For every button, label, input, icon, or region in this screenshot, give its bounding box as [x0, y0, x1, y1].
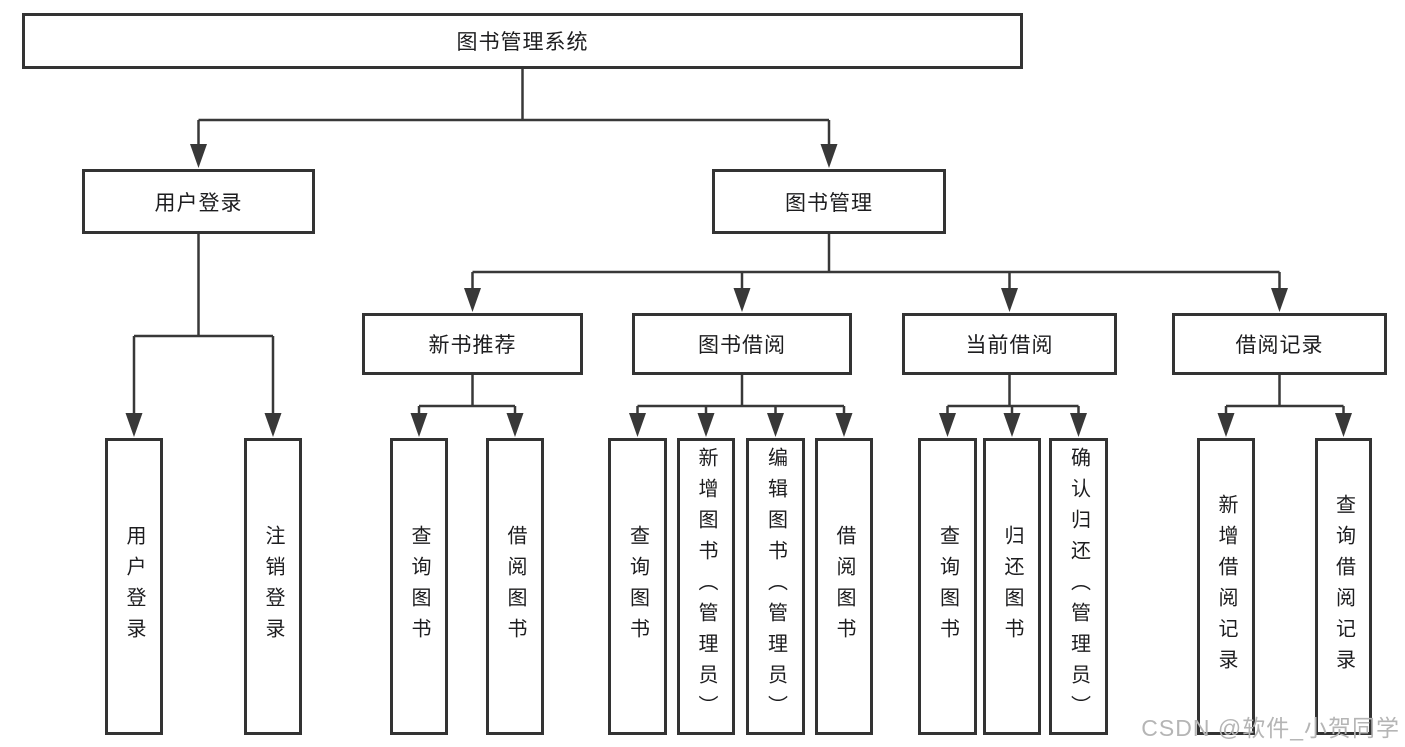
node-book-management: 图书管理: [712, 169, 946, 234]
leaf-query-borrow-record: 查询借阅记录: [1315, 438, 1372, 735]
node-label: 注销登录: [262, 524, 284, 649]
node-label: 查询图书: [936, 524, 959, 649]
node-label: 查询图书: [408, 524, 430, 649]
node-label: 归还图书: [1001, 524, 1023, 649]
leaf-query-book-recommend: 查询图书: [390, 438, 448, 735]
node-label: 当前借阅: [965, 334, 1054, 357]
arrowhead-icon: [1070, 413, 1087, 437]
leaf-add-book-admin: 新增图书（管理员）: [677, 438, 735, 735]
arrowhead-icon: [125, 413, 143, 437]
arrowhead-icon: [1335, 413, 1352, 437]
arrowhead-icon: [697, 413, 715, 437]
arrowhead-icon: [629, 413, 646, 437]
arrowhead-icon: [1271, 288, 1288, 312]
node-user-login: 用户登录: [82, 169, 315, 234]
arrowhead-icon: [835, 413, 853, 437]
node-label: 图书借阅: [698, 334, 786, 357]
node-label: 新增图书（管理员）: [695, 447, 717, 726]
node-label: 借阅图书: [504, 524, 526, 649]
node-label: 确认归还（管理员）: [1067, 447, 1090, 726]
node-label: 新增借阅记录: [1215, 493, 1237, 680]
arrowhead-icon: [190, 144, 207, 168]
arrowhead-icon: [939, 413, 956, 437]
node-new-book-recommend: 新书推荐: [362, 313, 583, 375]
leaf-query-book-borrow: 查询图书: [608, 438, 667, 735]
node-root-system: 图书管理系统: [22, 13, 1023, 69]
node-book-borrow: 图书借阅: [632, 313, 852, 375]
node-label: 借阅图书: [833, 524, 855, 649]
arrowhead-icon: [1001, 288, 1018, 312]
arrowhead-icon: [264, 413, 282, 437]
leaf-edit-book-admin: 编辑图书（管理员）: [746, 438, 805, 735]
arrowhead-icon: [767, 413, 784, 437]
arrowhead-icon: [1217, 413, 1235, 437]
node-current-borrow: 当前借阅: [902, 313, 1117, 375]
node-label: 借阅记录: [1235, 334, 1324, 357]
arrowhead-icon: [733, 288, 751, 312]
arrowhead-icon: [410, 413, 428, 437]
leaf-confirm-return-admin: 确认归还（管理员）: [1049, 438, 1108, 735]
node-label: 用户登录: [154, 191, 243, 215]
leaf-query-book-current: 查询图书: [918, 438, 977, 735]
node-label: 用户登录: [123, 524, 145, 649]
leaf-borrow-book-recommend: 借阅图书: [486, 438, 544, 735]
arrowhead-icon: [506, 413, 524, 437]
leaf-return-book: 归还图书: [983, 438, 1041, 735]
leaf-add-borrow-record: 新增借阅记录: [1197, 438, 1255, 735]
leaf-borrow-book: 借阅图书: [815, 438, 873, 735]
arrowhead-icon: [1003, 413, 1021, 437]
arrowhead-icon: [464, 288, 481, 312]
node-label: 查询借阅记录: [1332, 493, 1355, 680]
leaf-user-login: 用户登录: [105, 438, 163, 735]
node-borrow-records: 借阅记录: [1172, 313, 1387, 375]
leaf-logout: 注销登录: [244, 438, 302, 735]
node-label: 新书推荐: [428, 334, 517, 357]
node-label: 图书管理: [785, 191, 873, 215]
watermark: CSDN @软件_小贺同学: [1141, 715, 1400, 741]
arrowhead-icon: [820, 144, 838, 168]
node-label: 查询图书: [626, 524, 649, 649]
node-label: 编辑图书（管理员）: [764, 447, 787, 726]
node-label: 图书管理系统: [456, 31, 589, 54]
